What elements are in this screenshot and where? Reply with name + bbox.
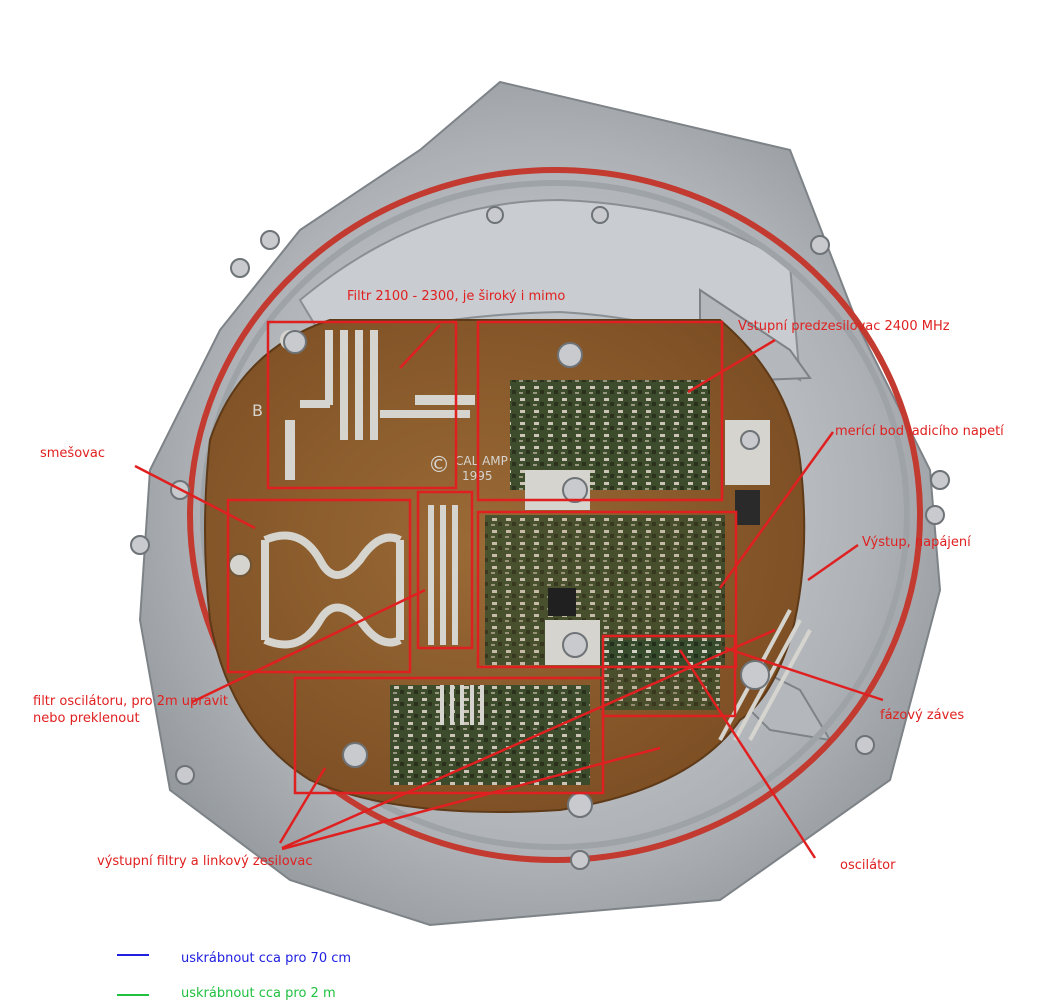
screw-left xyxy=(228,553,252,577)
box-osc-right xyxy=(601,634,737,718)
screws xyxy=(130,206,950,870)
label-output-filters: výstupní filtry a linkový zesilovac xyxy=(97,854,313,869)
annotation-boxes xyxy=(226,320,738,795)
chip xyxy=(735,490,760,525)
legend-line-2m xyxy=(117,994,149,996)
box-oscillator xyxy=(476,510,738,669)
legend-text-2m: uskrábnout cca pro 2 m xyxy=(181,986,336,1001)
output-comb xyxy=(440,685,484,725)
label-osc-filter-2: nebo preklenout xyxy=(33,711,140,726)
label-measure-point: merící bod ladicího napetí xyxy=(835,424,1004,439)
gasket-ring xyxy=(187,167,923,863)
box-filter xyxy=(266,320,458,490)
legend-text-70cm: uskrábnout cca pro 70 cm xyxy=(181,951,352,966)
inner-rim xyxy=(200,180,910,850)
label-mixer: smešovac xyxy=(40,446,105,461)
box-osc-filter xyxy=(416,490,474,650)
label-preamp: Vstupní predzesilovac 2400 MHz xyxy=(738,319,950,334)
label-osc-filter-1: filtr oscilátoru, pro 2m upravit xyxy=(33,694,229,709)
box-mixer xyxy=(226,498,412,674)
mixer-traces xyxy=(261,531,404,649)
ic-chip xyxy=(548,588,576,616)
label-filter: Filtr 2100 - 2300, je široký i mimo xyxy=(347,289,566,304)
board-copyright: © xyxy=(428,453,450,478)
board-maker: CAL AMP xyxy=(455,454,508,468)
box-output xyxy=(293,676,605,795)
leader-lines xyxy=(134,324,884,859)
legend-line-70cm xyxy=(117,954,149,956)
osc-filter-comb xyxy=(428,505,458,645)
label-oscillator: oscilátor xyxy=(840,858,896,873)
shield-pad xyxy=(725,420,770,485)
board-marker-b: B xyxy=(252,401,263,420)
components-output xyxy=(390,685,590,785)
label-phase-loop: fázový záves xyxy=(880,708,965,723)
label-output-power: Výstup, napájení xyxy=(862,535,971,550)
box-preamp xyxy=(476,320,724,502)
